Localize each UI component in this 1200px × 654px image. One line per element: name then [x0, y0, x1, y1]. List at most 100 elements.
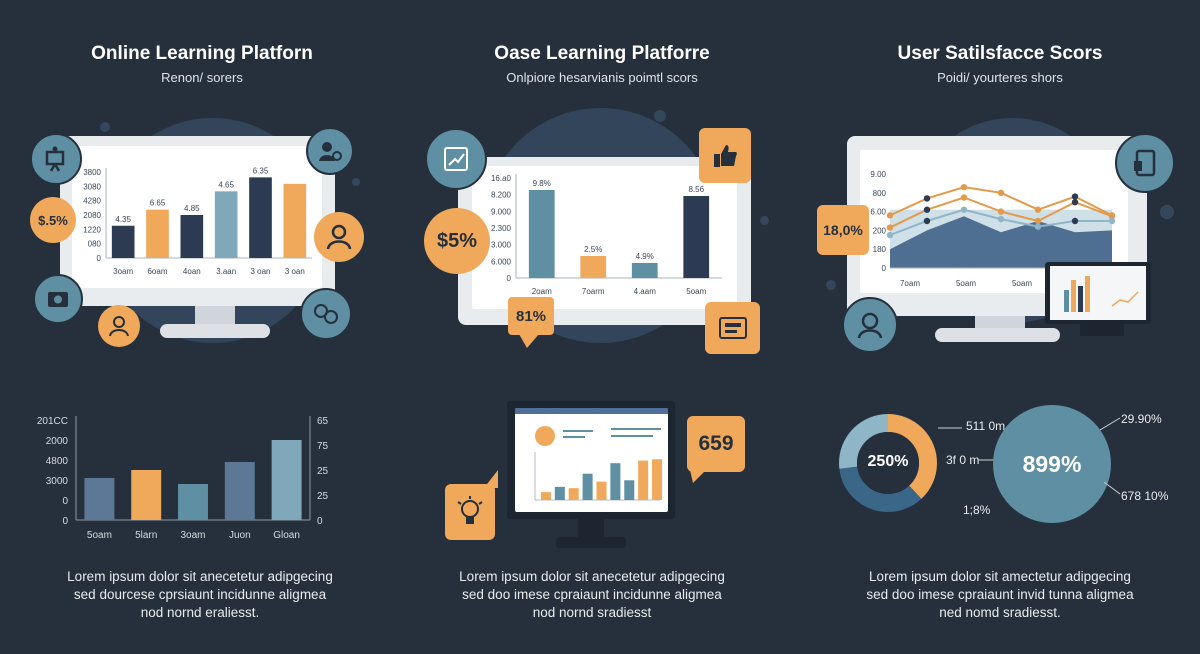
panel2-monitor-chart: 16.a08.2009.0002.3003.0006.00009.8%2.5%4…: [491, 174, 722, 296]
bar: [111, 225, 135, 258]
y-tick-label: 6.000: [491, 257, 512, 266]
panel2-badge-percent: $5%: [424, 208, 490, 274]
y-tick-label: 0: [882, 264, 887, 273]
bar: [271, 440, 302, 520]
panel1-badge-label: $.5%: [38, 212, 68, 228]
x-tick-label: 3 oan: [285, 267, 305, 276]
panel3-description: Lorem ipsum dolor sit amectetur adipgeci…: [800, 568, 1200, 622]
panel1-monitor-base: [160, 324, 270, 338]
donut-slice: [839, 414, 937, 512]
bar-value-label: 4.85: [184, 204, 200, 213]
y-tick-label: 3.000: [491, 241, 512, 250]
description-line: sed doo imese cpraiaunt incidunne aligme…: [462, 587, 722, 602]
panel1-title: Online Learning Platforn: [91, 43, 313, 64]
series-point: [1071, 199, 1079, 206]
bar: [610, 463, 621, 500]
y-tick-label: 080: [88, 240, 102, 249]
panel2-subtitle: Onlpiore hesarvianis poimtl scors: [506, 70, 698, 85]
x-tick-label: 6oam: [147, 267, 167, 276]
chart-growth-icon: [444, 147, 468, 171]
y-tick-label: 3080: [83, 182, 101, 191]
panel2-description: Lorem ipsum dolor sit anecetetur adipgec…: [392, 568, 792, 622]
description-line: nod nornd sradiesst: [532, 605, 652, 620]
big-circle-label: 899%: [1022, 450, 1082, 477]
x-tick-label: 7oam: [900, 279, 920, 288]
bar-value-label: 4.35: [115, 215, 131, 224]
bar: [540, 492, 551, 500]
bar: [568, 488, 579, 500]
panel3-monitor-base: [935, 328, 1060, 342]
panel1-icon-group: [300, 288, 352, 340]
area-series: [890, 216, 1112, 268]
bar: [283, 183, 307, 258]
lightbulb-icon: [457, 496, 483, 524]
decor-dot: [1160, 205, 1174, 219]
y-tick-label-right: 65: [317, 416, 329, 427]
series-point: [997, 189, 1005, 196]
x-tick-label: 5larn: [135, 530, 157, 541]
series-point: [886, 224, 894, 231]
decor-dot: [352, 178, 360, 186]
y-tick-label: 6.00: [870, 208, 886, 217]
bar: [638, 460, 649, 500]
bar-value-label: 4.9%: [636, 252, 654, 261]
y-tick-label: 9.00: [870, 170, 886, 179]
bar-value-label: 9.8%: [533, 179, 551, 188]
y-tick-label: 3800: [83, 168, 101, 177]
series-point: [886, 212, 894, 219]
panel3-donut-chart: [839, 414, 937, 512]
user-icon: [326, 224, 352, 250]
y-tick-label: 4800: [46, 456, 69, 467]
series-point: [1034, 217, 1042, 225]
series-point: [1108, 213, 1116, 220]
panel1-icon-presentation: [30, 133, 82, 185]
bar: [146, 209, 169, 258]
x-tick-label: 4.aam: [634, 287, 657, 296]
bar-value-label: 2.5%: [584, 245, 602, 254]
panel2-badge-659-label: 659: [698, 432, 734, 455]
series-point: [960, 206, 968, 213]
y-tick-label: 16.a0: [491, 174, 512, 183]
panel2-small-monitor-screen: [515, 408, 668, 512]
panel2-badge-659: 659: [687, 416, 745, 472]
y-tick-label: 8.200: [491, 191, 512, 200]
big-circle-annotation-2: 678 10%: [1121, 489, 1169, 503]
leader-lines: [1100, 417, 1121, 495]
description-line: sed doo imese cpraiaunt invid tunna alig…: [866, 587, 1134, 602]
y-tick-label: 0: [62, 516, 68, 527]
panel3-small-monitor: [1045, 262, 1151, 324]
decor-dot: [760, 216, 769, 225]
donut-slice: [839, 414, 937, 512]
bar: [131, 470, 162, 520]
description-line: Lorem ipsum dolor sit amectetur adipgeci…: [869, 569, 1131, 584]
bar: [624, 480, 635, 500]
x-tick-label: 2oam: [532, 287, 552, 296]
y-tick-label: 2000: [46, 436, 69, 447]
bar: [84, 478, 115, 520]
series-point: [886, 231, 894, 239]
y-tick-label-right: 25: [317, 491, 329, 502]
x-tick-label: 3.aan: [216, 267, 236, 276]
y-tick-label: 0: [507, 274, 512, 283]
panel2-small-monitor-neck: [578, 519, 604, 539]
big-circle-annotation-1: 29.90%: [1121, 412, 1162, 426]
panel3-subtitle: Poidi/ yourteres shors: [937, 70, 1063, 85]
series-point: [1034, 223, 1042, 230]
y-tick-label: 1220: [83, 225, 101, 234]
x-tick-label: 7oarm: [582, 287, 605, 296]
panel2-badge-81: 81%: [508, 297, 554, 335]
avatar: [535, 426, 555, 446]
panel2-icon-thumbs-up: [699, 128, 751, 183]
document-icon: [718, 317, 747, 339]
presentation-icon: [45, 146, 65, 172]
panel2-small-monitor-base: [556, 537, 626, 548]
bar: [582, 473, 593, 500]
panel1-icon-user-small: [98, 305, 140, 347]
donut-hole: [857, 432, 919, 494]
panel2-small-monitor-chart: [515, 408, 668, 501]
thumbs-up-icon: [714, 144, 737, 167]
